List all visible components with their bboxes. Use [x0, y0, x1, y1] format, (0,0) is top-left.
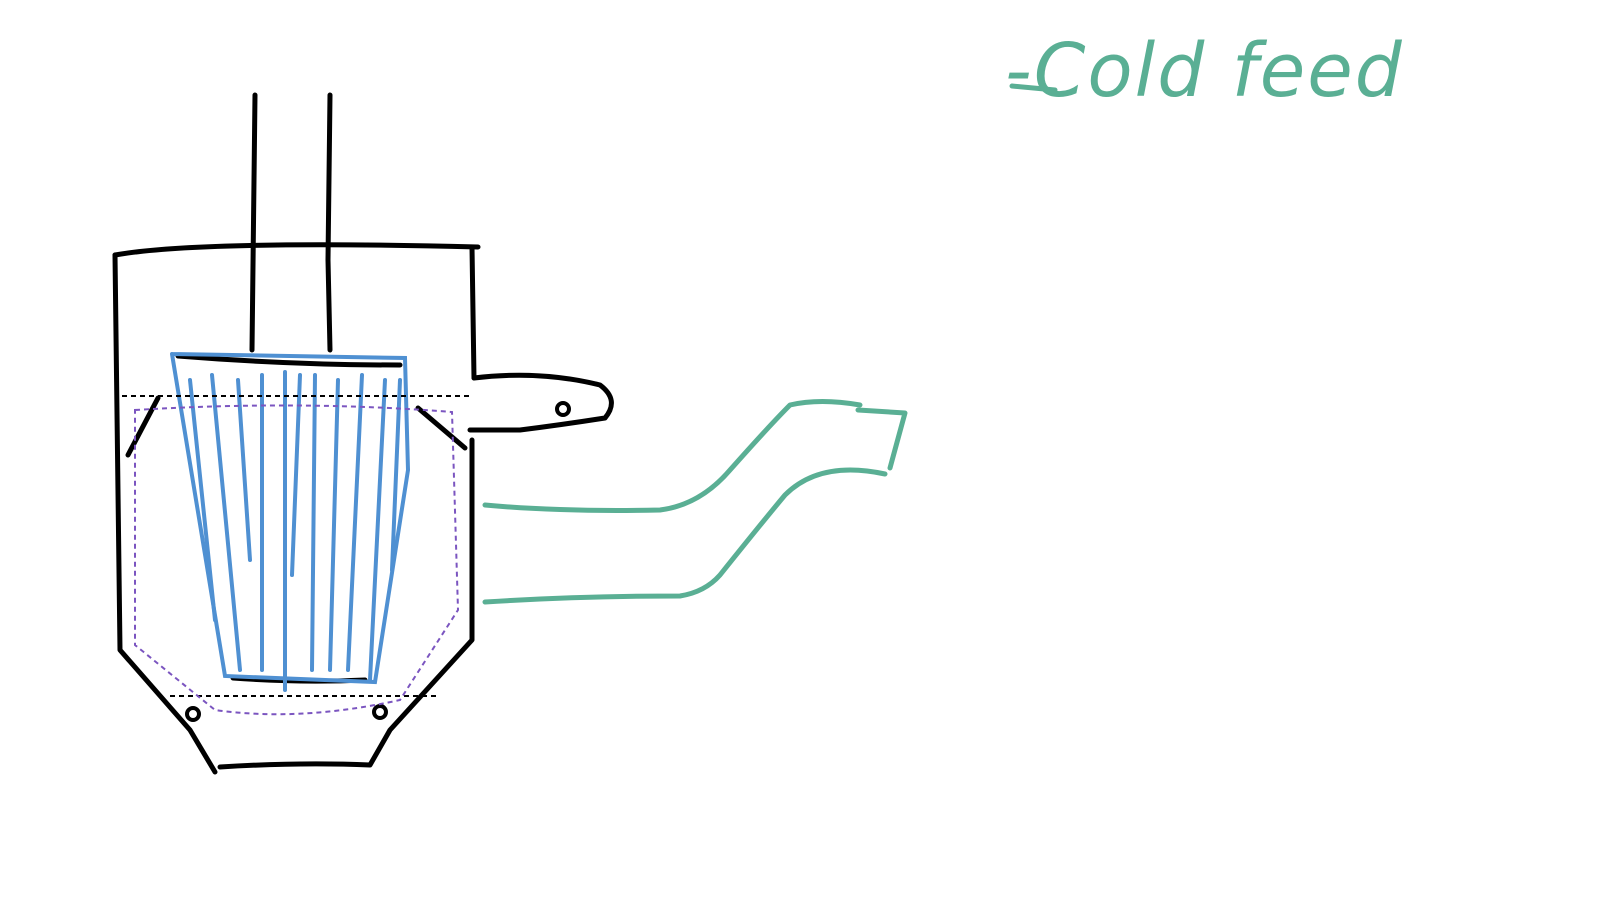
side-nozzle — [185, 372, 614, 722]
bolt — [185, 706, 201, 722]
bolt — [555, 401, 571, 417]
vessel-outline — [112, 92, 481, 775]
level-lines — [122, 395, 472, 716]
cold-feed-label: -Cold feed — [1005, 28, 1404, 114]
cold-feed-pipe — [482, 83, 1058, 605]
filter-cartridge — [170, 352, 411, 692]
bolt — [372, 704, 388, 720]
